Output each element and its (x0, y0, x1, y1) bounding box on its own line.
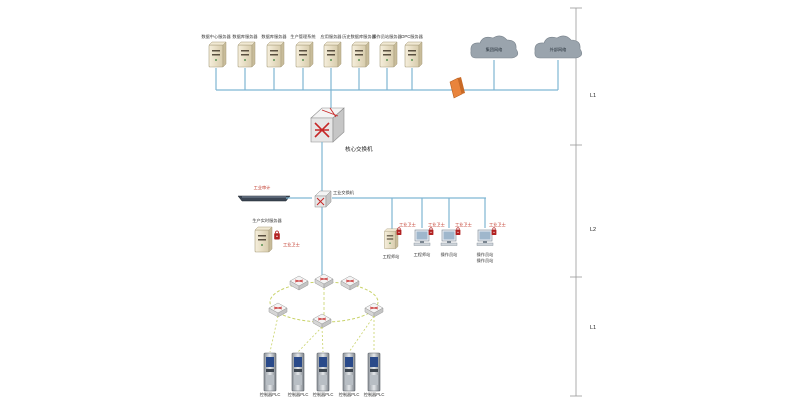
security-tag: 工业卫士 (399, 221, 416, 227)
controller-cabinet: 控制器PLC (313, 352, 334, 398)
top-bus-links (215, 60, 559, 112)
server-label: 数据库服务器 (232, 33, 258, 40)
server: 操作员站服务器 (372, 33, 402, 68)
level-label: L1 (590, 325, 596, 331)
security-tag: 工业卫士 (455, 221, 472, 227)
workstation-label: 操作员站 (477, 251, 494, 258)
workstation-label: 工程师站 (414, 251, 431, 258)
security-tag: 工业卫士 (283, 241, 300, 247)
controller-label: 控制器PLC (288, 391, 309, 398)
core-switch-icon (310, 107, 345, 143)
controller-label: 控制器PLC (260, 391, 281, 398)
level-label: L1 (590, 93, 596, 99)
level-label: L2 (590, 227, 596, 233)
cloud-icon: 外部网络 (534, 35, 583, 59)
server-label: 历史数据库服务器 (342, 33, 376, 40)
workstation: 工业卫士 工程师站 (383, 221, 416, 260)
controller-label: 控制器PLC (313, 391, 334, 398)
cloud-label: 集团网络 (486, 46, 504, 53)
firewall-icon (449, 77, 465, 99)
controller-label: 控制器PLC (364, 391, 385, 398)
server-group: 数据中心服务器 数据库服务器 数据库服务器 生产管理系统 应用服务器 历史数据库… (201, 33, 424, 68)
workstation-label: 操作员站 (477, 257, 494, 264)
controller-cabinet: 控制器PLC (364, 352, 385, 398)
workstation: 工业卫士 操作员站 (476, 221, 506, 258)
controller-group: 控制器PLC 控制器PLC 控制器PLC 控制器PLC 控制器PLC (260, 352, 385, 398)
server: 数据库服务器 (261, 33, 287, 68)
server: 数据中心服务器 (201, 33, 231, 68)
workstation: 工业卫士 工程师站 (413, 221, 445, 258)
controller-cabinet: 控制器PLC (339, 352, 360, 398)
industrial-switch-label: 工业交换机 (333, 189, 355, 196)
server: 历史数据库服务器 (342, 33, 377, 68)
server: OPC服务器 (401, 33, 424, 68)
server-label: OPC服务器 (401, 33, 423, 40)
server: 应用服务器 (321, 33, 343, 68)
server-label: 操作员站服务器 (372, 33, 402, 40)
audit-device: 工业审计 (237, 184, 291, 202)
cloud-label: 外部网络 (550, 46, 568, 53)
level-divider: L1 L2 L1 (570, 7, 596, 397)
server-label: 数据中心服务器 (201, 33, 231, 40)
server-label: 数据库服务器 (261, 33, 287, 40)
production-server: 生产实时服务器 工业卫士 (252, 217, 300, 253)
controller-cabinet: 控制器PLC (288, 352, 309, 398)
ring-network (268, 273, 384, 329)
level2-links (286, 197, 486, 278)
security-tag: 工业卫士 (428, 221, 445, 227)
industrial-switch-icon (314, 190, 332, 208)
security-tag: 工业卫士 (489, 221, 506, 227)
workstation-group: 工业卫士 工程师站 工业卫士 工程师站 工业卫士 操作员站 工业卫士 操作员站 (383, 221, 506, 260)
server-label: 生产管理系统 (290, 33, 315, 40)
field-links (269, 315, 375, 353)
workstation: 工业卫士 操作员站 (440, 221, 472, 258)
server: 生产管理系统 (290, 33, 316, 68)
server-label: 应用服务器 (321, 33, 343, 40)
workstation-label: 工程师站 (383, 253, 400, 260)
audit-device-label: 工业审计 (254, 184, 271, 191)
production-server-label: 生产实时服务器 (252, 217, 282, 224)
server: 数据库服务器 (232, 33, 258, 68)
core-switch-label: 核心交换机 (345, 145, 373, 153)
controller-cabinet: 控制器PLC (260, 352, 281, 398)
workstation-label: 操作员站 (441, 251, 458, 258)
cloud-icon: 集团网络 (470, 35, 519, 59)
controller-label: 控制器PLC (339, 391, 360, 398)
